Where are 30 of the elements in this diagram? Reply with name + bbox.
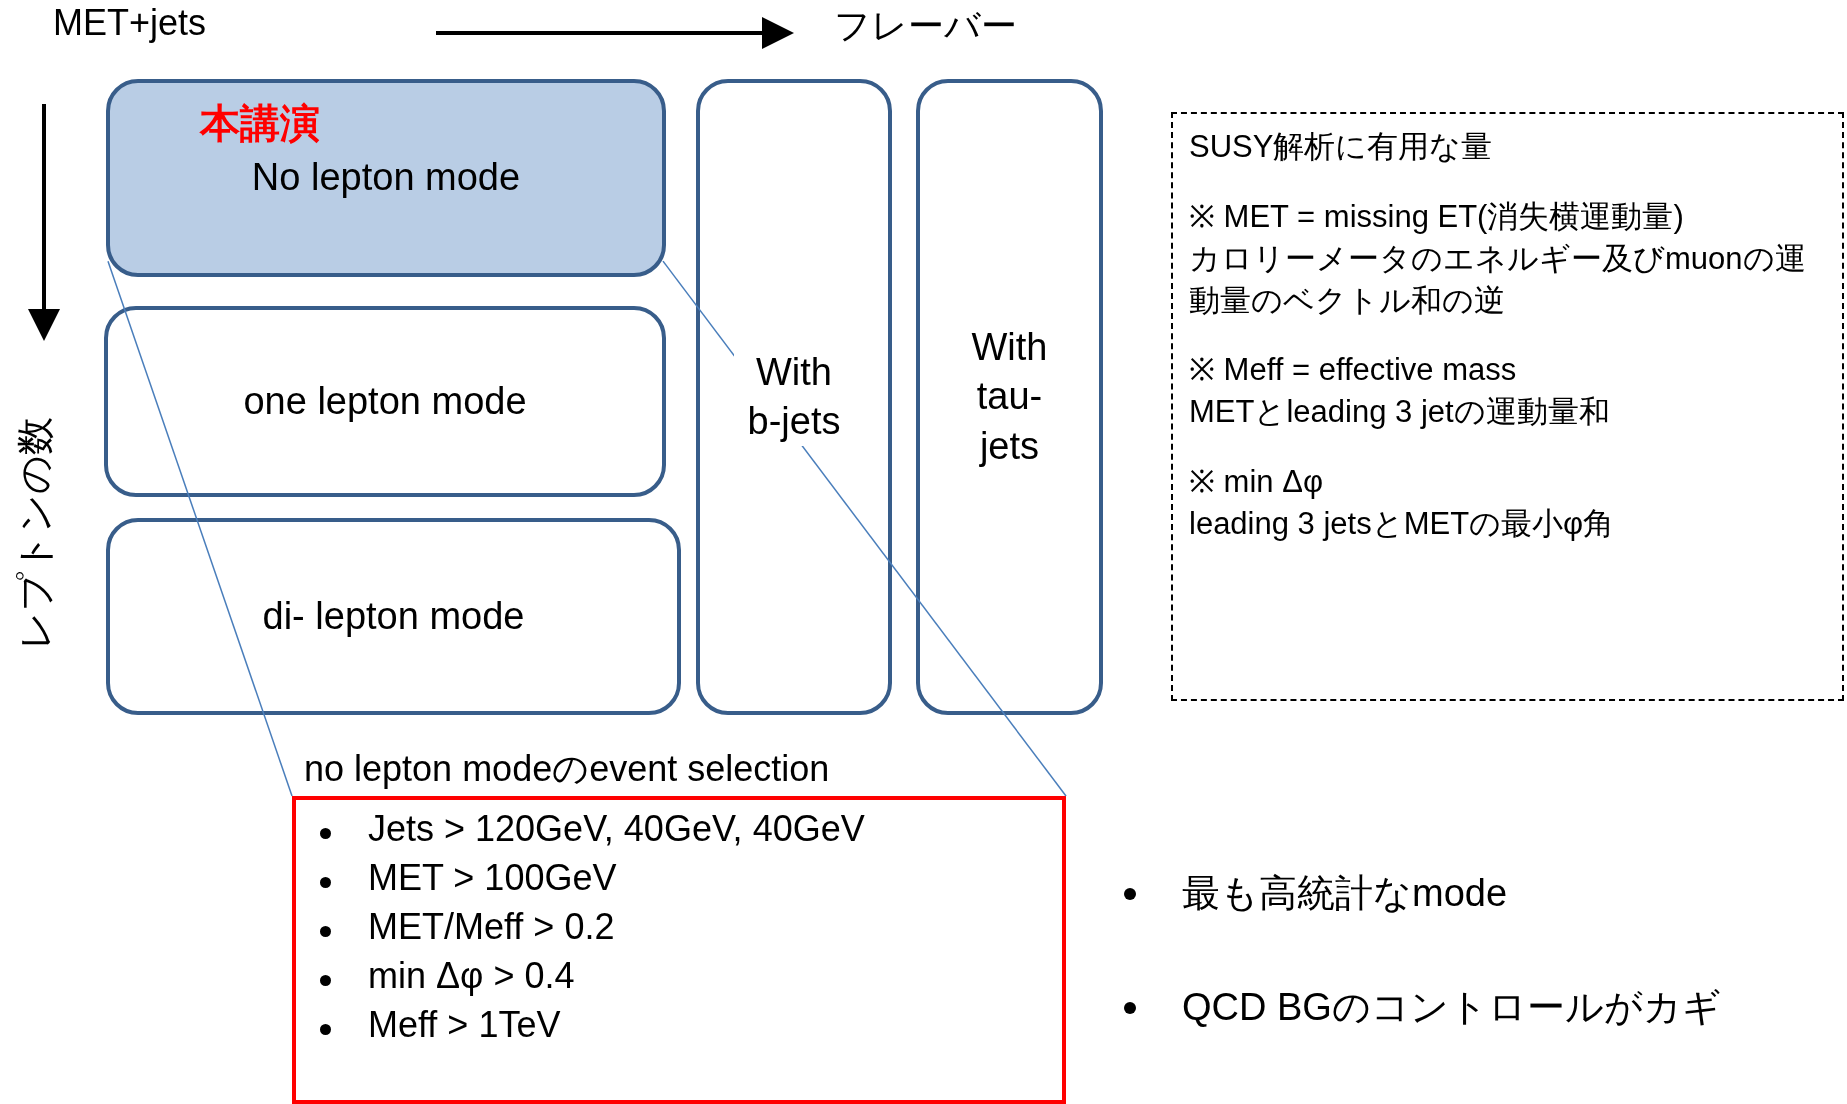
- axis-label: レプトンの数: [13, 417, 57, 650]
- mode-box: [106, 79, 666, 277]
- criterion-text: Meff > 1TeV: [368, 1004, 561, 1046]
- note-text: METとleading 3 jetの運動量和: [1189, 393, 1611, 432]
- note-text: カロリーメータのエネルギー及びmuonの運動量のベクトル和の逆: [1189, 239, 1807, 320]
- criterion-text: MET > 100GeV: [368, 857, 617, 899]
- axis-label: フレーバー: [834, 4, 1017, 48]
- leader-line: [107, 260, 293, 797]
- leader-line: [662, 260, 1067, 797]
- mode-label: di- lepton mode: [262, 593, 525, 639]
- note-text: ※ min Δφ: [1189, 463, 1324, 502]
- bullet-text: 最も高統計なmode: [1182, 871, 1508, 916]
- panel-heading: no lepton modeのevent selection: [304, 747, 830, 791]
- note-box: [1171, 112, 1844, 701]
- mode-box: [106, 518, 681, 715]
- bullet-text: QCD BGのコントロールがカギ: [1182, 985, 1721, 1030]
- mode-label: No lepton mode: [251, 155, 521, 201]
- flavor-box: [916, 79, 1103, 715]
- axis-label: MET+jets: [53, 2, 207, 44]
- note-heading: SUSY解析に有用な量: [1189, 128, 1494, 166]
- talk-tag: 本講演: [200, 97, 320, 149]
- mode-box: [104, 306, 666, 497]
- criterion-text: min Δφ > 0.4: [368, 955, 575, 997]
- note-text: ※ Meff = effective mass: [1189, 351, 1518, 390]
- mode-label: one lepton mode: [243, 378, 527, 424]
- flavor-box: [696, 79, 892, 715]
- criterion-text: Jets > 120GeV, 40GeV, 40GeV: [368, 808, 865, 850]
- note-text: leading 3 jetsとMETの最小φ角: [1189, 504, 1616, 543]
- note-text: ※ MET = missing ET(消失横運動量): [1189, 197, 1685, 236]
- criterion-text: MET/Meff > 0.2: [368, 906, 615, 948]
